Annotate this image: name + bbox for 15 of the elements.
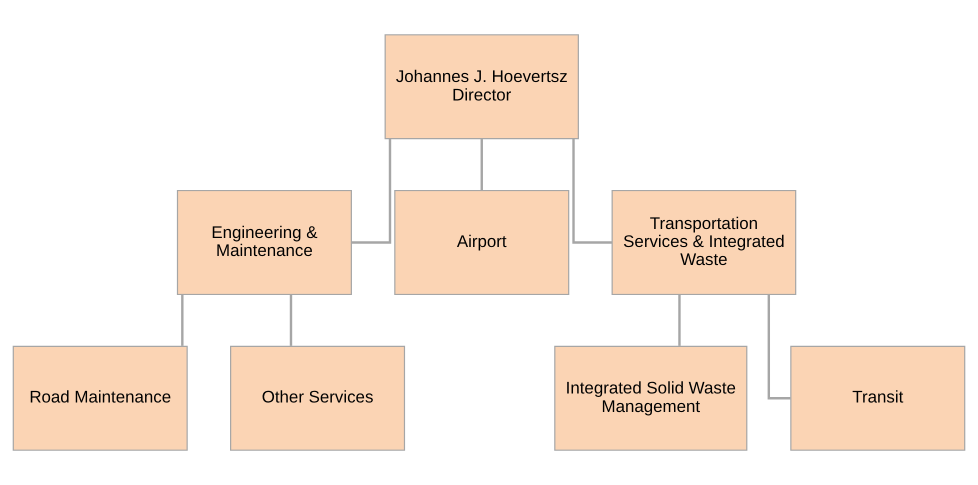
- node-box: Road Maintenance: [12, 346, 188, 451]
- node-box: Airport: [394, 190, 570, 296]
- connector: [480, 139, 483, 190]
- node-box: Transit: [790, 346, 966, 451]
- connector: [181, 294, 184, 346]
- node-box: Transportation Services & Integrated Waste: [612, 190, 796, 296]
- connector: [768, 294, 790, 400]
- connector: [290, 294, 292, 346]
- node-box: Johannes J. Hoevertsz Director: [384, 34, 579, 140]
- node-box: Other Services: [230, 346, 406, 451]
- connector: [678, 294, 681, 346]
- node-box: Engineering & Maintenance: [176, 190, 352, 296]
- node-box: Integrated Solid Waste Management: [554, 346, 748, 451]
- connector: [572, 139, 612, 244]
- connector: [352, 139, 392, 244]
